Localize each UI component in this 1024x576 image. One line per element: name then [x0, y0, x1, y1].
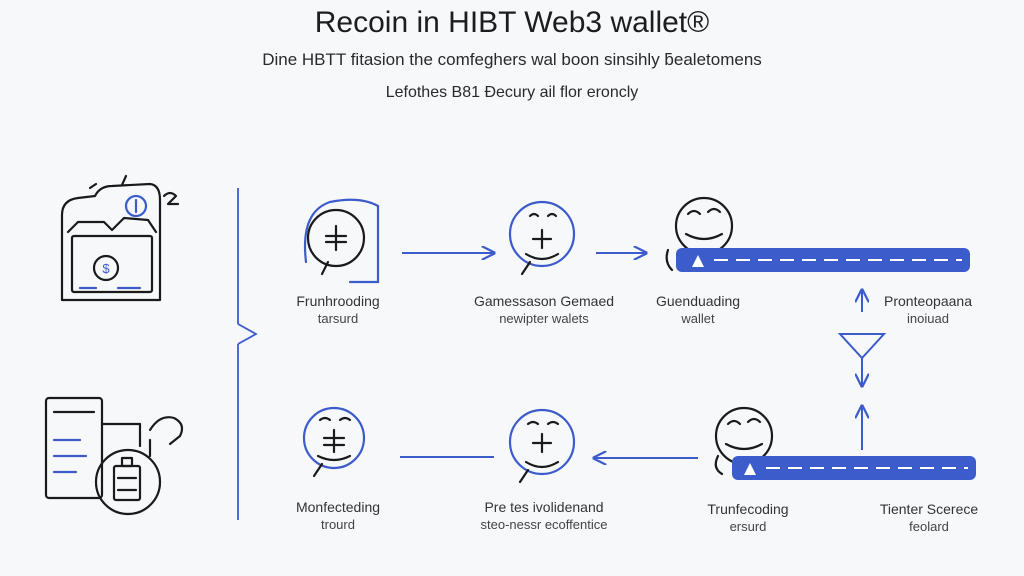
step-label-top-2: Gamessason Gemaed newipter walets [473, 293, 615, 326]
step-label-top-3: Guenduading wallet [655, 293, 741, 326]
page-subtitle: Dine HBTT fitasion the comfeghers wal bo… [262, 50, 762, 69]
smile-plus-face-icon [302, 406, 366, 478]
warning-icon [744, 463, 756, 475]
warning-icon [692, 255, 704, 267]
step-label-bot-1: Monfecteding trourd [295, 499, 381, 532]
progress-bar-top [676, 248, 970, 272]
progress-bar-bottom [732, 456, 976, 480]
step-label-bot-2: Pre tes ivolidenand steo-nessr ecoffenti… [480, 499, 608, 532]
wallet-plus-face-icon [304, 198, 380, 284]
step-label-bot-4: Tienter Scerece feolard [879, 501, 979, 534]
step-label-top-1: Frunhrooding tarsurd [296, 293, 380, 326]
smile-plus-face-icon [508, 408, 576, 484]
step-label-bot-3: Trunfecoding ersurd [707, 501, 789, 534]
svg-text:$: $ [102, 261, 110, 276]
vault-icon: $ [60, 174, 180, 302]
smile-plus-face-icon [508, 200, 576, 276]
left-divider [237, 188, 258, 520]
page-subtitle-secondary: Lefothes B81 Ðecury ail flor eroncly [385, 84, 639, 101]
document-locker-icon [44, 396, 184, 516]
step-label-top-4: Pronteopaana inoiuad [884, 293, 972, 326]
vertical-connector [837, 290, 887, 450]
page-title: Recoin in HIBT Web3 wallet® [314, 6, 710, 39]
